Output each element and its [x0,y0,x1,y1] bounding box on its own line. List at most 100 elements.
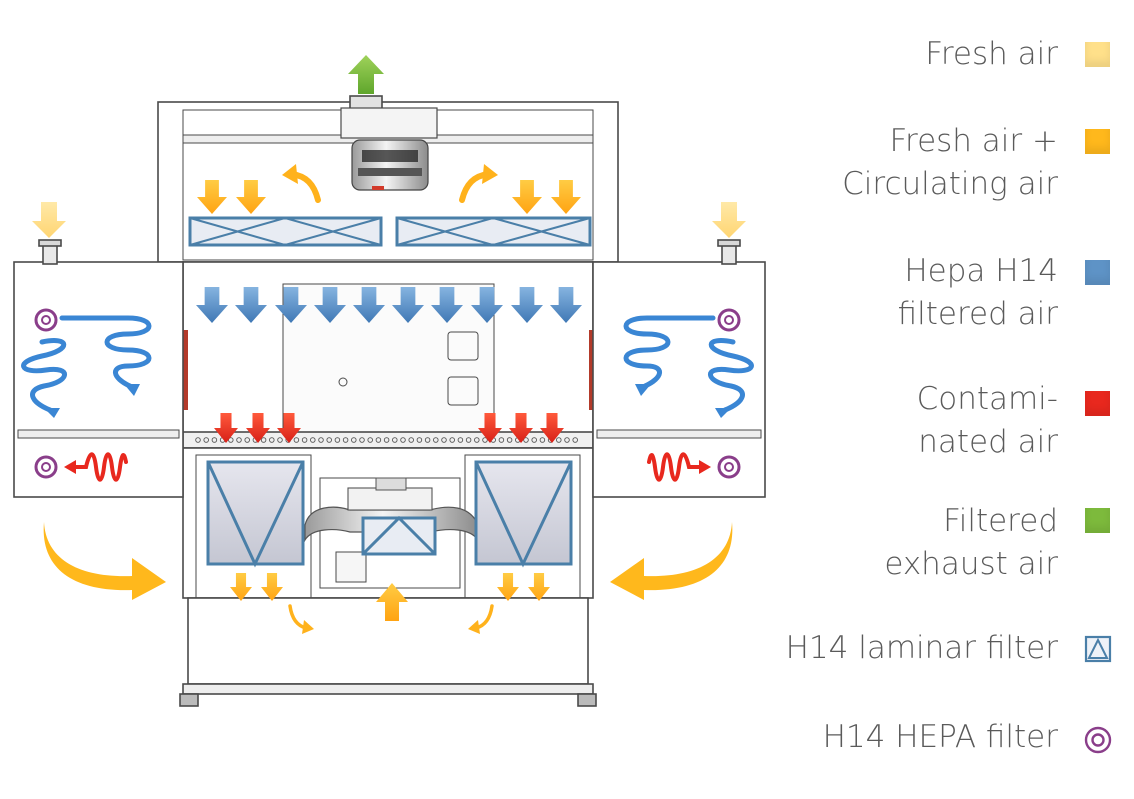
bench-hole [326,437,332,443]
hepa-filter-right-lower [717,455,741,479]
filtered-air-arrows [196,287,582,323]
legend-swatch-hepa-filtered-air [1085,260,1110,285]
bench-hole [367,437,373,443]
right-module-divider [596,429,762,439]
hepa-filter-right-upper [717,308,741,332]
bench-hole [293,437,300,443]
bench-hole [400,437,406,443]
filtered-air-arrow [431,287,463,323]
legend-label-fresh-air: Fresh air [925,33,1058,76]
filtered-air-arrow [196,287,228,323]
legend-line: H14 HEPA filter [822,719,1058,755]
legend-swatch-contaminated-air [1085,391,1110,416]
side-module-air-spirals [21,315,754,413]
bench-hole [457,437,464,443]
left-side-panel-red [182,330,188,410]
filtered-air-arrow [235,287,267,323]
legend-line: Contami- [916,381,1058,417]
legend-line: Circulating air [842,166,1058,202]
filtered-air-arrow [511,287,543,323]
lower-laminar-filter-right [474,460,573,566]
mixed-air-arrow [230,573,252,601]
legend-label-hepa-filtered-air: Hepa H14 filtered air [898,250,1058,336]
bench-hole [334,437,341,443]
left-foot [179,693,199,707]
mixed-air-arrow [512,180,542,214]
bench-hole [375,437,382,443]
bench-hole [441,437,447,443]
legend-line: H14 laminar filter [785,630,1058,666]
bench-hole [539,437,546,443]
lower-laminar-filter-left [206,460,305,566]
glove-port-lower [447,376,479,406]
bench-hole [408,437,414,443]
top-mixed-air-arrows [197,180,581,214]
green-exhaust-arrow [348,55,384,94]
bench-hole [506,437,513,443]
mixed-air-arrow [528,573,550,601]
left-inlet-cap [38,239,62,247]
bench-hole [482,437,488,443]
bench-hole [195,437,201,443]
bench-hole [474,437,480,443]
legend-line: filtered air [897,296,1058,332]
top-laminar-filter-left [188,216,383,247]
bench-hole [383,437,390,443]
bench-hole [564,437,570,443]
motor-box [335,551,367,583]
filtered-air-arrow [392,287,424,323]
bench-hole [416,437,423,443]
base-rail [182,683,594,695]
filtered-air-arrow [353,287,385,323]
right-foot [577,693,597,707]
bench-hole [260,437,267,443]
bench-hole [465,437,472,443]
bench-hole [269,437,275,443]
mixed-air-arrow [261,573,283,601]
contaminated-air-arrow [214,413,238,443]
glove-port-upper [447,331,479,361]
bench-hole [531,437,537,443]
lower-curl-heads [302,620,480,634]
fresh-air-inlet-arrows [32,202,746,238]
right-side-panel-red [589,330,595,410]
legend-label-filtered-exhaust-air: Filtered exhaust air [884,500,1058,586]
bench-hole [359,437,365,443]
contaminated-air-arrow [277,413,301,443]
bench-hole [236,437,242,443]
legend-label-fresh-plus-circulating: Fresh air + Circulating air [842,120,1058,206]
bench-hole [523,437,529,443]
top-laminar-filter-right [395,216,592,247]
hepa-filter-left-upper [34,308,58,332]
bench-hole [449,437,455,443]
bench-hole [556,437,562,443]
bench-hole [203,437,209,443]
legend-line: Hepa H14 [904,253,1058,289]
filtered-air-arrow [314,287,346,323]
legend-line: exhaust air [884,546,1058,582]
bench-hole [424,437,431,443]
bench-hole [572,437,578,443]
contaminated-air-arrow [509,413,533,443]
bench-hole [498,437,505,443]
center-up-arrow [376,583,408,621]
filtered-air-arrow [471,287,503,323]
hepa-filter-left-lower [34,455,58,479]
legend-line: Filtered [943,503,1058,539]
filtered-air-arrow [275,287,307,323]
bench-hole [351,437,357,443]
contaminated-air-arrow [540,413,564,443]
mixed-air-arrow [551,180,581,214]
contaminated-air-arrow [478,413,502,443]
spiral-heads [44,384,731,418]
right-inlet-cap [717,239,741,247]
bench-hole [301,437,308,443]
left-inlet-pipe [42,243,58,265]
bench-hole [211,437,218,443]
mixed-air-arrow [236,180,266,214]
bench-hole [228,437,234,443]
bench-hole [244,437,250,443]
legend-line: Fresh air + [889,123,1058,159]
contaminated-air-heaters [70,452,705,482]
hepa-filters [34,308,741,479]
